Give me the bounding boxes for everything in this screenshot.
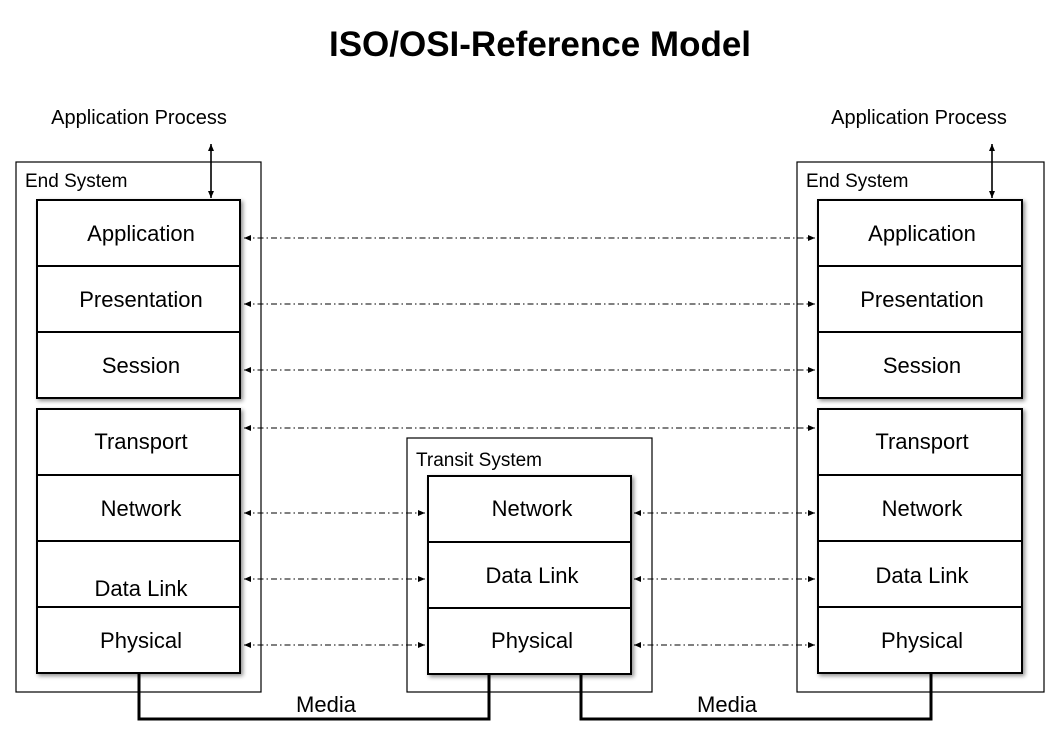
right-lower-stack — [817, 408, 1023, 674]
left-layer-transport: Transport — [94, 429, 187, 454]
transit-layer-data-link: Data Link — [486, 563, 580, 588]
right-layer-presentation: Presentation — [860, 287, 984, 312]
right-layer-data-link: Data Link — [876, 563, 970, 588]
right-end-system-label: End System — [806, 171, 908, 192]
transit-layer-network: Network — [492, 496, 574, 521]
left-layer-presentation: Presentation — [79, 287, 203, 312]
left-layer-physical: Physical — [100, 628, 182, 653]
left-lower-stack — [36, 408, 241, 674]
media-link-left — [137, 674, 491, 721]
transit-layer-physical: Physical — [491, 628, 573, 653]
right-application-process-label: Application Process — [831, 107, 1007, 129]
transit-system-label: Transit System — [416, 450, 542, 471]
transit-stack — [427, 475, 632, 675]
transit-system-frame — [406, 437, 653, 693]
left-application-process-label: Application Process — [51, 107, 227, 129]
left-layer-application: Application — [87, 221, 195, 246]
media-label-left: Media — [296, 692, 357, 717]
left-layer-session: Session — [102, 353, 180, 378]
diagram-title: ISO/OSI-Reference Model — [329, 25, 751, 64]
left-upper-stack — [36, 199, 241, 399]
right-layer-session: Session — [883, 353, 961, 378]
right-upper-stack — [817, 199, 1023, 399]
right-layer-physical: Physical — [881, 628, 963, 653]
media-label-right: Media — [697, 692, 758, 717]
right-layer-transport: Transport — [875, 429, 968, 454]
media-link-right — [579, 674, 933, 721]
left-layer-data-link: Data Link — [95, 576, 189, 601]
left-layer-network: Network — [101, 496, 183, 521]
right-layer-application: Application — [868, 221, 976, 246]
right-layer-network: Network — [882, 496, 964, 521]
left-end-system-label: End System — [25, 171, 127, 192]
